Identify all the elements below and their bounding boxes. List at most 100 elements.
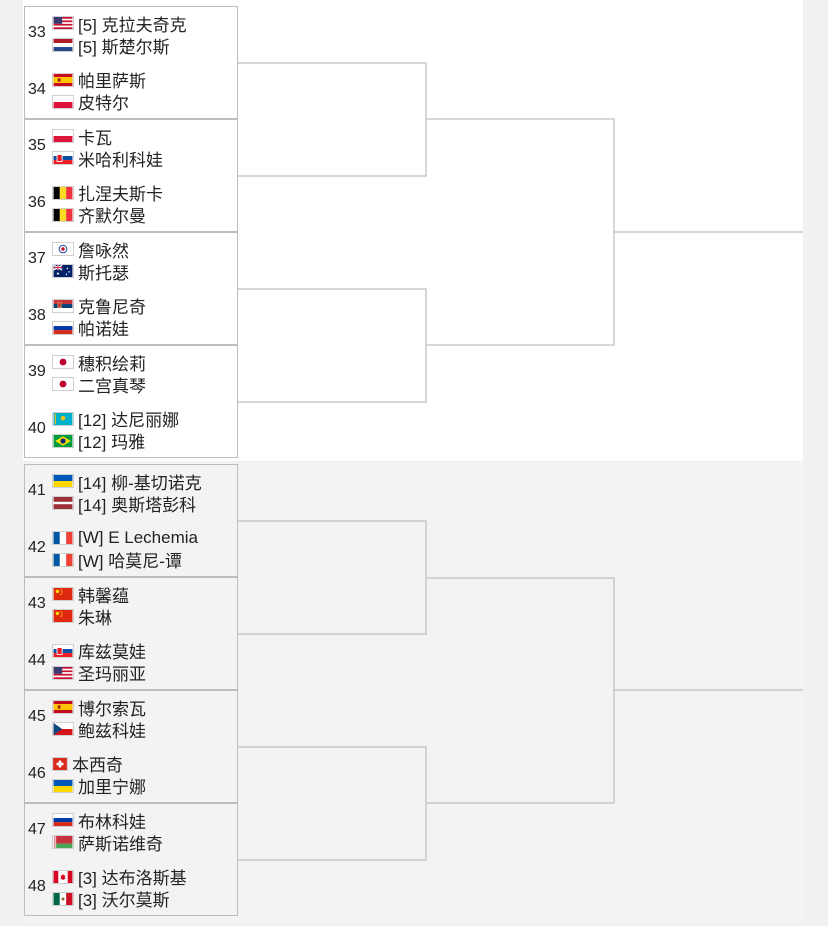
flag-belarus-icon [52,835,74,849]
match-slot[interactable]: 41 [14] 柳-基切诺克[14] 奥斯塔彭科 [24,464,238,520]
flag-belgium-icon [52,185,74,200]
flag-china-icon [52,609,74,623]
match-slot[interactable]: 33[5] 克拉夫奇克[5] 斯楚尔斯 [24,6,238,62]
flag-china-icon [52,587,74,601]
match-slot[interactable]: 34 帕里萨斯皮特尔 [24,63,238,119]
player-name: 帕里萨斯 [78,72,146,91]
player-name: [W] E Lechemia [78,527,198,547]
match-slot[interactable]: 45 博尔索瓦鲍兹科娃 [24,690,238,746]
match-slot[interactable]: 40[12] 达尼丽娜[12] 玛雅 [24,402,238,458]
match-pair-box [24,690,238,803]
match-slot[interactable]: 39 穗积绘莉二宫真琴 [24,345,238,401]
player-name: [3] 达布洛斯基 [78,869,187,888]
flag-poland-icon [52,94,74,109]
player-name: 皮特尔 [78,94,129,113]
player-entry: 齐默尔曼 [52,205,146,226]
player-name: 鲍兹科娃 [78,721,146,741]
match-number: 35 [28,137,46,154]
player-entry: 扎涅夫斯卡 [52,183,163,204]
match-number: 41 [28,482,46,499]
player-name: [14] 柳-基切诺克 [78,473,202,493]
match-slot[interactable]: 42 [W] E Lechemia [W] 哈莫尼-谭 [24,521,238,577]
match-number: 39 [28,363,46,380]
player-entry: 布林科娃 [52,810,146,832]
match-pair-box [24,6,238,119]
flag-spain-icon [52,72,74,87]
flag-spain-icon [52,700,74,714]
flag-netherlands-icon [52,38,74,52]
flag-australia-icon [52,264,74,278]
match-slot[interactable]: 35 卡瓦米哈利科娃 [24,119,238,175]
player-name: 帕诺娃 [78,320,129,339]
match-slot[interactable]: 44 库兹莫娃圣玛丽亚 [24,634,238,690]
flag-usa-icon [52,16,74,30]
flag-slovakia-icon [52,643,74,658]
flag-belgium-icon [52,207,74,222]
match-number: 48 [28,877,46,895]
match-slot[interactable]: 43 韩馨蕴朱琳 [24,577,238,633]
player-entry: [5] 斯楚尔斯 [52,35,170,57]
flag-brazil-icon [52,433,74,448]
player-name: 圣玛丽亚 [78,665,146,684]
match-pair-box [24,119,238,232]
player-name: [5] 斯楚尔斯 [78,37,170,57]
player-name: 朱琳 [78,608,112,628]
player-entry: 帕里萨斯 [52,70,146,91]
match-pair-box [24,345,238,458]
player-name: 加里宁娜 [78,778,146,797]
player-entry: 斯托瑟 [52,261,129,283]
match-number: 43 [28,595,46,612]
player-entry: 博尔索瓦 [52,697,146,719]
player-entry: 米哈利科娃 [52,148,163,170]
player-entry: 卡瓦 [52,126,112,148]
flag-russia-icon [52,320,74,335]
match-slot[interactable]: 48 [3] 达布洛斯基 [3] 沃尔莫斯 [24,860,238,916]
player-entry: [14] 奥斯塔彭科 [52,493,197,515]
flag-russia-icon [52,813,74,827]
player-entry: [3] 沃尔莫斯 [52,889,170,910]
flag-latvia-icon [52,496,74,510]
player-entry: 萨斯诺维奇 [52,832,163,854]
player-name: 齐默尔曼 [78,207,146,226]
player-entry: 圣玛丽亚 [52,663,146,684]
flag-kazakhstan-icon [52,411,74,426]
player-entry: [W] E Lechemia [52,528,198,548]
match-pair-box [24,232,238,345]
player-name: 克鲁尼奇 [78,298,146,317]
match-number: 42 [28,538,46,556]
match-number: 47 [28,821,46,838]
player-name: 韩馨蕴 [78,586,129,606]
match-slot[interactable]: 47 布林科娃萨斯诺维奇 [24,803,238,859]
match-number: 40 [28,419,46,437]
flag-france-icon [52,530,74,545]
player-name: [3] 沃尔莫斯 [78,891,170,910]
player-name: 卡瓦 [78,128,112,148]
player-entry: [12] 达尼丽娜 [52,409,179,430]
player-entry: 穗积绘莉 [52,352,146,374]
match-number: 45 [28,708,46,725]
player-entry: 库兹莫娃 [52,641,146,662]
player-entry: [14] 柳-基切诺克 [52,471,202,493]
flag-japan-icon [52,377,74,391]
flag-japan-icon [52,355,74,369]
player-name: 斯托瑟 [78,263,129,283]
player-entry: 朱琳 [52,606,112,628]
match-number: 34 [28,80,46,98]
flag-slovakia-icon [52,151,74,165]
player-entry: 帕诺娃 [52,318,129,339]
player-name: [14] 奥斯塔彭科 [78,495,197,515]
player-name: [W] 哈莫尼-谭 [78,552,182,571]
player-name: 布林科娃 [78,812,146,832]
player-name: 二宫真琴 [78,376,146,396]
flag-france-icon [52,552,74,567]
flag-canada-icon [52,869,74,884]
match-number: 33 [28,24,46,41]
flag-usa-icon [52,665,74,680]
match-number: 44 [28,651,46,669]
player-entry: 詹咏然 [52,239,129,261]
flag-ukraine-icon [52,474,74,488]
